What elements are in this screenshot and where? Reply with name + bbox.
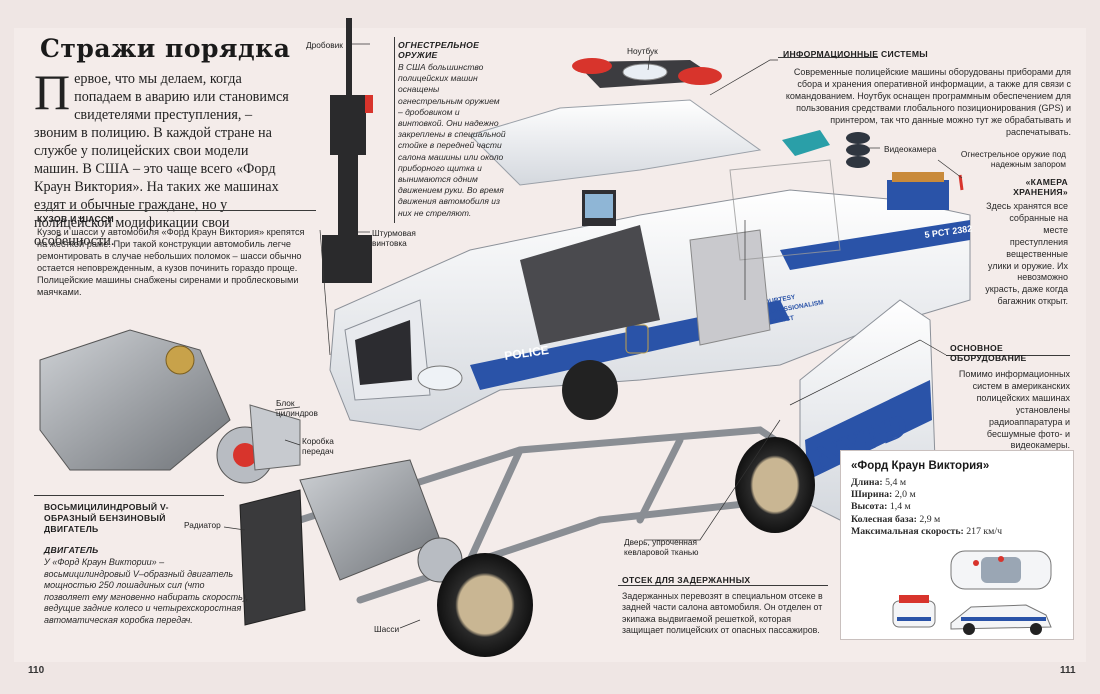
wheel-front (437, 553, 533, 657)
section-rule-body (34, 210, 316, 211)
section-text-body: Кузов и шасси у автомобиля «Форд Краун В… (37, 227, 305, 297)
section-text-storage: Здесь хранятся все собранные на месте пр… (985, 201, 1068, 307)
label-radiator: Радиатор (184, 520, 221, 530)
label-gearbox: Коробка передач (302, 436, 334, 456)
section-heading-equipment: Основное оборудование (950, 343, 1027, 363)
police-shield-icon (625, 324, 649, 354)
section-firearms: Огнестрельное оружие В США большинство п… (398, 40, 506, 219)
leader-lines (223, 43, 963, 629)
spec-row: Длина: 5,4 м (851, 477, 907, 488)
label-v8-engine: Восьмицилиндровый V-образный бензиновый … (44, 502, 169, 534)
section-heading-firearms: Огнестрельное оружие (398, 40, 480, 60)
weapons-rack-icon (322, 18, 373, 283)
spec-box: «Форд Краун Виктория» Длина: 5,4 м Ширин… (840, 450, 1074, 640)
section-info-systems: Информационные системы Современные полиц… (783, 49, 1071, 138)
spec-row: Максимальная скорость: 217 км/ч (851, 525, 1003, 537)
section-heading-detainee: Отсек для задержанных (622, 575, 751, 585)
firearms-divider (394, 37, 395, 223)
section-text-engine: У «Форд Краун Виктории» – восьмицилиндро… (44, 557, 249, 625)
section-text-firearms: В США большинство полицейских машин осна… (398, 62, 506, 218)
spec-title: «Форд Краун Виктория» (851, 460, 990, 472)
laptop-screen (585, 194, 613, 218)
intro-text: ервое, что мы делаем, когда попадаем в а… (34, 71, 289, 249)
section-heading-storage: «Камера хранения» (1013, 177, 1068, 197)
label-chassis: Шасси (374, 624, 400, 634)
engine-rule (34, 495, 224, 496)
label-laptop: Ноутбук (627, 46, 658, 56)
spec-rows: Длина: 5,4 м Ширина: 2,0 м Высота: 1,4 м… (851, 477, 1063, 538)
spec-row: Ширина: 2,0 м (851, 489, 916, 501)
section-heading-body: Кузов и шасси (37, 214, 115, 224)
car-front-view-icon (892, 595, 936, 628)
section-body-chassis: Кузов и шасси Кузов и шасси у автомобиля… (37, 214, 307, 298)
label-cylinder-block: Блок цилиндров (276, 398, 318, 418)
section-text-info: Современные полицейские машины оборудова… (785, 67, 1071, 137)
label-shotgun: Дробовик (306, 40, 343, 50)
car-side-view-icon (950, 604, 1052, 635)
car-interior (520, 159, 841, 346)
page-number-left: 110 (28, 665, 45, 676)
section-text-equipment: Помимо информационных систем в американс… (958, 369, 1070, 451)
wheel-mid (562, 360, 618, 420)
dropcap: П (34, 64, 71, 120)
section-text-detainee: Задержанных перевозят в специальном отсе… (622, 591, 823, 636)
evidence-trunk (887, 172, 964, 210)
detainee-rule (618, 585, 828, 586)
section-heading-info: Информационные системы (783, 49, 928, 59)
page-number-right: 111 (1060, 665, 1076, 676)
section-engine: Двигатель У «Форд Краун Виктории» – вось… (44, 545, 249, 627)
section-detainee: Отсек для задержанных Задержанных перево… (622, 575, 832, 637)
section-equipment: Основное оборудование Помимо информацион… (950, 343, 1070, 452)
police-lettering: POLICE (503, 343, 549, 363)
radiator-illustration (239, 459, 463, 626)
section-storage: «Камера хранения» Здесь хранятся все соб… (983, 177, 1068, 308)
label-door: Дверь, упроченная кевларовой тканью (624, 537, 699, 557)
section-heading-engine: Двигатель (44, 545, 99, 555)
label-secured-weapon: Огнестрельное оружие под надежным запоро… (960, 149, 1066, 169)
car-roof (469, 58, 762, 186)
car-top-view-icon (950, 550, 1052, 590)
wheel-rear (735, 437, 815, 533)
label-rifle: Штурмовая винтовка (372, 228, 416, 248)
page-title: Стражи порядка (40, 34, 291, 63)
spec-row: Колесная база: 2,9 м (851, 513, 941, 525)
laptop-icon (782, 130, 830, 156)
videocamera-icon (846, 132, 870, 168)
equipment-rule (946, 355, 1070, 356)
label-videocam: Видеокамера (884, 144, 937, 154)
engine-block-illustration (39, 329, 301, 484)
info-rule (778, 57, 878, 58)
spec-row: Высота: 1,4 м (851, 501, 911, 513)
spec-car-views (892, 550, 1052, 635)
